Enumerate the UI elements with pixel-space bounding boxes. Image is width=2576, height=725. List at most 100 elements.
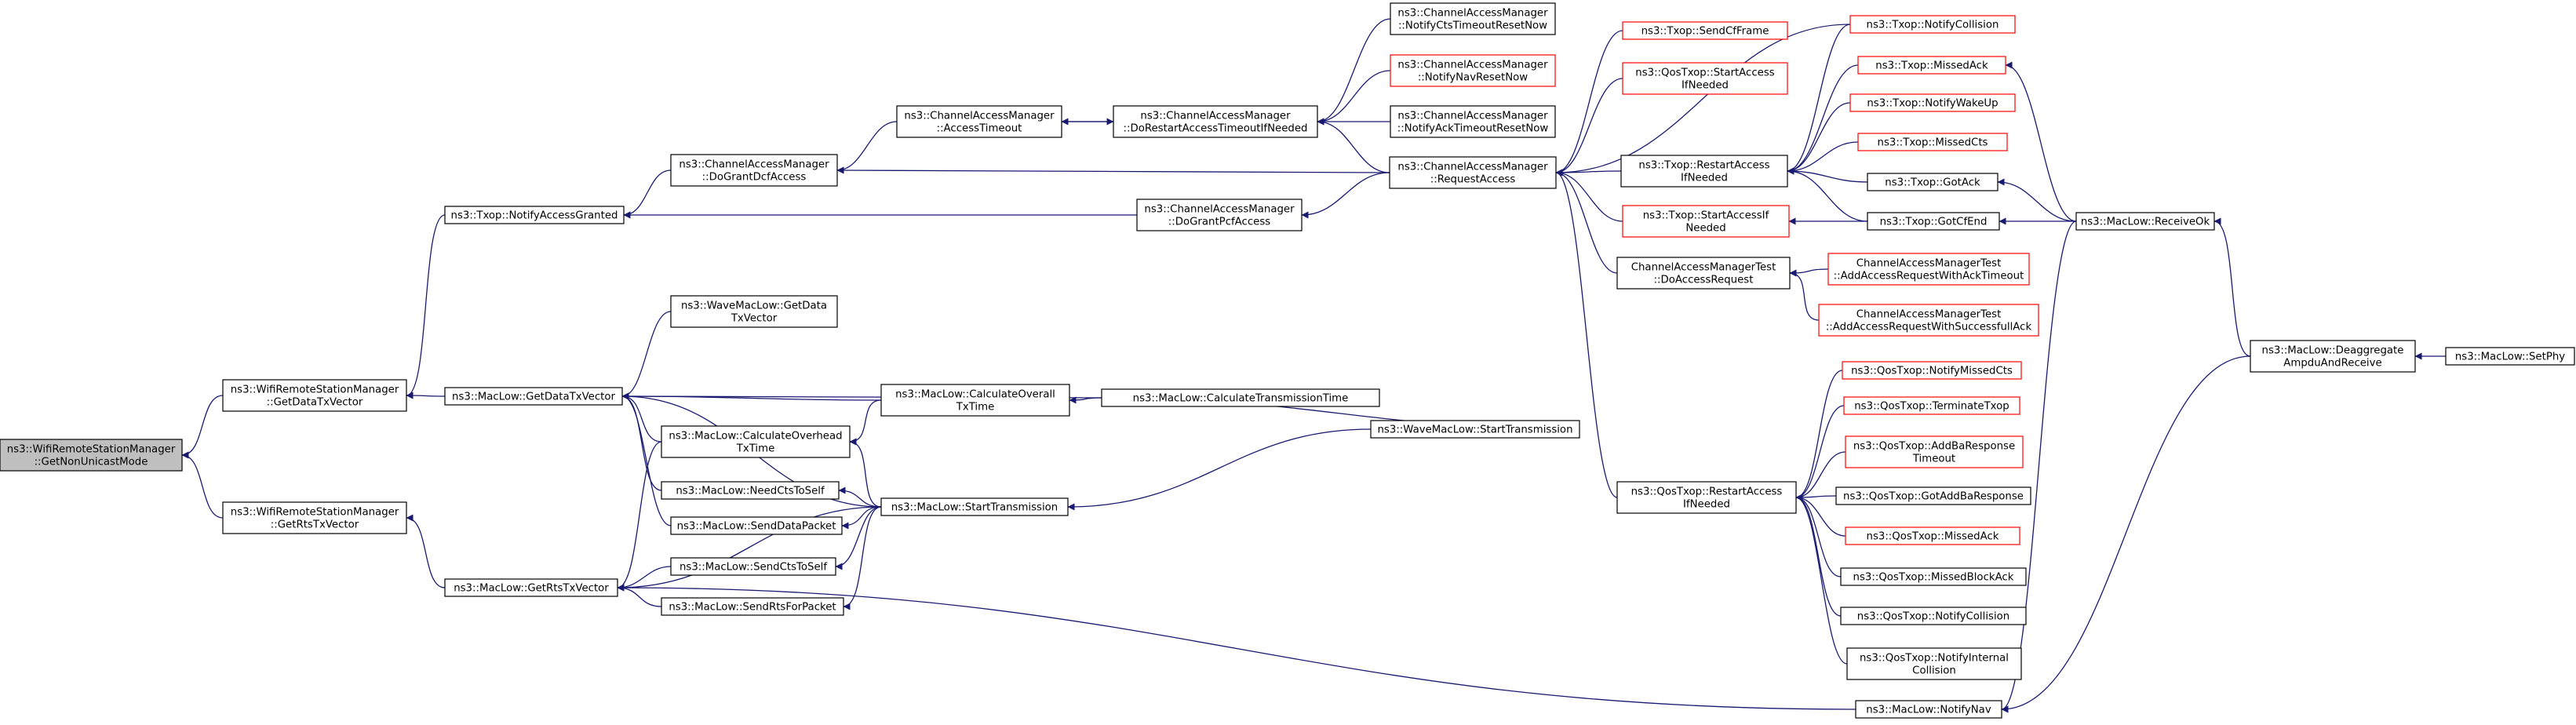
node-label-line: ns3::Txop::StartAccessIf (1643, 210, 1769, 222)
node-box (896, 105, 1062, 138)
node-notifyAccessGranted[interactable]: ns3::Txop::NotifyAccessGranted (444, 206, 625, 224)
node-addAckTimeout[interactable]: ChannelAccessManagerTest::AddAccessReque… (1827, 253, 2030, 286)
node-notifyCtsReset[interactable]: ns3::ChannelAccessManager::NotifyCtsTime… (1390, 2, 1556, 35)
node-label-line: ns3::MacLow::SetPhy (2455, 352, 2565, 363)
node-gotCfEnd[interactable]: ns3::Txop::GotCfEnd (1867, 212, 2000, 231)
node-sendCfFrame[interactable]: ns3::Txop::SendCfFrame (1622, 21, 1788, 40)
node-box (1370, 420, 1580, 439)
node-label-line: ns3::ChannelAccessManager (1144, 204, 1295, 216)
edge-startTransmission-to-needCtsToSelf (838, 486, 882, 508)
edge-notifyCtsReset-to-doRestart (1317, 18, 1391, 126)
edge-deaggregate-to-receiveOk (2213, 217, 2251, 357)
node-box (222, 379, 407, 412)
node-box (444, 578, 618, 597)
node-box (880, 497, 1069, 516)
node-setPhy[interactable]: ns3::MacLow::SetPhy (2445, 347, 2575, 366)
node-qosMissedBlockAck[interactable]: ns3::QosTxop::MissedBlockAck (1840, 567, 2027, 586)
node-qosNotifyCollision[interactable]: ns3::QosTxop::NotifyCollision (1840, 607, 2027, 625)
edge-notifyWakeUp-to-restartAccess (1787, 102, 1851, 175)
node-sendDataPacket[interactable]: ns3::MacLow::SendDataPacket (670, 516, 843, 535)
node-label-line: ns3::Txop::NotifyWakeUp (1867, 98, 1998, 110)
node-waveStart[interactable]: ns3::WaveMacLow::StartTransmission (1370, 420, 1580, 439)
edge-sendCtsToSelf-to-macGetRtsTx (617, 566, 672, 592)
node-label-line: ns3::QosTxop::AddBaResponse (1853, 441, 2015, 453)
node-box (1818, 304, 2039, 337)
node-getDataTx[interactable]: ns3::WifiRemoteStationManager::GetDataTx… (222, 379, 407, 412)
node-qosTerminateTxop[interactable]: ns3::QosTxop::TerminateTxop (1843, 396, 2020, 415)
node-macGetDataTx[interactable]: ns3::MacLow::GetDataTxVector (444, 387, 623, 406)
node-notifyWakeUp[interactable]: ns3::Txop::NotifyWakeUp (1849, 93, 2016, 112)
node-doGrantPcf[interactable]: ns3::ChannelAccessManager::DoGrantPcfAcc… (1136, 199, 1303, 231)
node-requestAccess[interactable]: ns3::ChannelAccessManager::RequestAccess (1389, 156, 1557, 189)
node-addSuccessfulAck[interactable]: ChannelAccessManagerTest::AddAccessReque… (1818, 304, 2039, 337)
node-sendRtsForPacket[interactable]: ns3::MacLow::SendRtsForPacket (661, 597, 844, 616)
edge-calcOverhead-to-macGetDataTx (621, 392, 662, 443)
node-label-line: ns3::ChannelAccessManager (1397, 60, 1548, 71)
node-box (1113, 105, 1318, 138)
node-label-line: Collision (1912, 665, 1956, 677)
node-receiveOk[interactable]: ns3::MacLow::ReceiveOk (2075, 212, 2215, 231)
node-waveGetData[interactable]: ns3::WaveMacLow::GetDataTxVector (670, 295, 838, 328)
edge-needCtsToSelf-to-macGetDataTx (621, 392, 662, 491)
node-box (1101, 388, 1380, 407)
node-label-line: ::AddAccessRequestWithAckTimeout (1834, 271, 2024, 282)
node-label-line: ns3::MacLow::SendRtsForPacket (669, 602, 836, 614)
node-doRestart[interactable]: ns3::ChannelAccessManager::DoRestartAcce… (1113, 105, 1318, 138)
node-needCtsToSelf[interactable]: ns3::MacLow::NeedCtsToSelf (661, 481, 840, 500)
node-sendCtsToSelf[interactable]: ns3::MacLow::SendCtsToSelf (670, 557, 836, 576)
node-doAccessRequest[interactable]: ChannelAccessManagerTest::DoAccessReques… (1616, 257, 1791, 290)
node-qosNotifyMissedCts[interactable]: ns3::QosTxop::NotifyMissedCts (1842, 361, 2022, 380)
node-notifyNav[interactable]: ns3::MacLow::NotifyNav (1855, 700, 2002, 719)
node-box (1857, 56, 2006, 75)
node-label-line: ::NotifyAckTimeoutResetNow (1397, 123, 1549, 135)
node-label-line: TxVector (731, 313, 778, 325)
node-label-line: TxTime (736, 443, 775, 455)
node-label-line: IfNeeded (1681, 173, 1728, 184)
node-gotAck[interactable]: ns3::Txop::GotAck (1867, 173, 1998, 191)
node-box (1843, 396, 2020, 415)
node-doGrantDcf[interactable]: ns3::ChannelAccessManager::DoGrantDcfAcc… (670, 154, 838, 187)
node-box (1389, 156, 1557, 189)
node-label-line: ns3::MacLow::ReceiveOk (2081, 217, 2210, 228)
node-label-line: ns3::ChannelAccessManager (1397, 8, 1548, 20)
node-box (1390, 2, 1556, 35)
node-label-line: ns3::Txop::GotAck (1885, 177, 1980, 189)
edge-qosAddBaTimeout-to-qosRestartAccess (1795, 451, 1846, 501)
node-qosGotAddBa[interactable]: ns3::QosTxop::GotAddBaResponse (1835, 486, 2031, 505)
node-box (1849, 15, 2016, 34)
node-notifyNavReset[interactable]: ns3::ChannelAccessManager::NotifyNavRese… (1390, 54, 1556, 87)
node-label-line: ::RequestAccess (1430, 174, 1516, 186)
node-getRtsTx[interactable]: ns3::WifiRemoteStationManager::GetRtsTxV… (222, 501, 407, 534)
edge-calcOverhead-to-macGetRtsTx (617, 441, 662, 592)
node-box (1845, 526, 2020, 545)
node-accessTimeout[interactable]: ns3::ChannelAccessManager::AccessTimeout (896, 105, 1062, 138)
node-label-line: ns3::Txop::GotCfEnd (1880, 217, 1988, 228)
node-box (2075, 212, 2215, 231)
edge-doAccessRequest-to-requestAccess (1555, 169, 1618, 274)
edge-missedAck-to-restartAccess (1787, 64, 1859, 175)
node-label-line: ns3::MacLow::NeedCtsToSelf (676, 486, 825, 497)
node-macGetRtsTx[interactable]: ns3::MacLow::GetRtsTxVector (444, 578, 618, 597)
node-label-line: ns3::ChannelAccessManager (1140, 111, 1291, 122)
node-notifyCollision[interactable]: ns3::Txop::NotifyCollision (1849, 15, 2016, 34)
edge-missedCts-to-restartAccess (1787, 141, 1859, 175)
node-notifyAckReset[interactable]: ns3::ChannelAccessManager::NotifyAckTime… (1390, 105, 1556, 138)
node-qosMissedAck[interactable]: ns3::QosTxop::MissedAck (1845, 526, 2020, 545)
node-box (1867, 212, 2000, 231)
edge-sendDataPacket-to-macGetDataTx (621, 392, 672, 526)
node-missedCts[interactable]: ns3::Txop::MissedCts (1857, 133, 2008, 151)
node-missedAck[interactable]: ns3::Txop::MissedAck (1857, 56, 2006, 75)
node-startTransmission[interactable]: ns3::MacLow::StartTransmission (880, 497, 1069, 516)
edge-qosMissedAck-to-qosRestartAccess (1795, 494, 1846, 537)
node-calcTransmission[interactable]: ns3::MacLow::CalculateTransmissionTime (1101, 388, 1380, 407)
